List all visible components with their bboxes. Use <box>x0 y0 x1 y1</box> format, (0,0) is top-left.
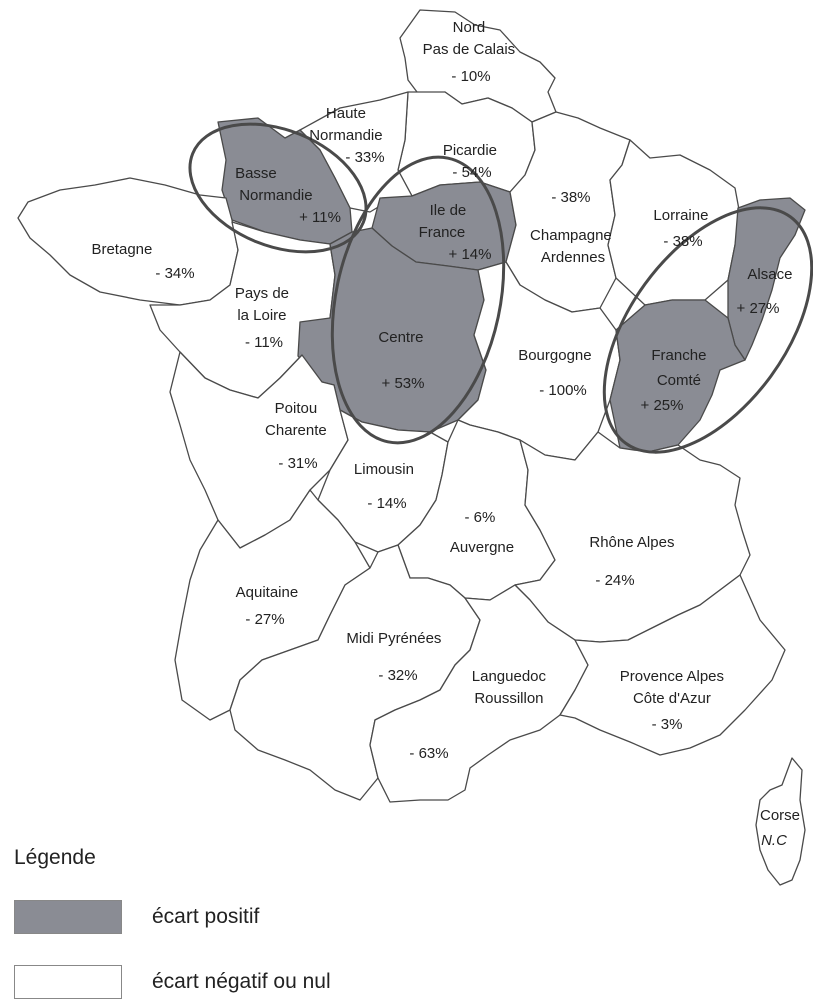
label-iledefrance: Ile de France + 14% <box>419 202 492 263</box>
region-shapes <box>17 9 806 886</box>
label-aquitaine: Aquitaine - 27% <box>236 584 303 628</box>
region-labels: Nord Pas de Calais - 10% Haute Normandie… <box>91 19 800 849</box>
label-nord: Nord Pas de Calais - 10% <box>423 19 520 85</box>
label-corse: Corse <box>760 807 800 824</box>
label-hautenormandie: Haute Normandie - 33% <box>309 105 387 166</box>
legend-item-positive: écart positif <box>14 900 259 934</box>
highlight-ellipse-basse-normandie <box>188 122 368 254</box>
label-paysdelaloire: Pays de la Loire - 11% <box>235 285 293 351</box>
region-champagne <box>505 111 631 313</box>
label-centre: Centre + 53% <box>378 329 427 392</box>
label-paca: Provence Alpes Côte d'Azur - 3% <box>620 668 728 733</box>
label-bretagne: Bretagne - 34% <box>91 241 194 282</box>
label-franchecomte: Franche Comté + 25% <box>641 347 711 414</box>
legend-title: Légende <box>14 846 96 869</box>
legend-swatch-positive <box>14 900 122 934</box>
region-paca <box>559 574 786 756</box>
label-auvergne: - 6% Auvergne <box>450 509 514 556</box>
label-picardie: Picardie - 54% <box>443 142 501 181</box>
label-languedoc: Languedoc Roussillon - 63% <box>409 668 550 762</box>
legend-label-negative: écart négatif ou nul <box>152 970 331 993</box>
legend-item-negative: écart négatif ou nul <box>14 965 331 999</box>
label-corse-value: N.C <box>761 832 787 849</box>
highlight-ellipse-est <box>602 206 813 454</box>
region-languedoc <box>369 584 589 803</box>
label-bassenormandie: Basse Normandie + 11% <box>235 165 341 226</box>
label-champagne: - 38% Champagne Ardennes <box>530 189 616 266</box>
label-midipyrenees: Midi Pyrénées - 32% <box>346 630 445 684</box>
label-lorraine: Lorraine - 38% <box>653 207 712 250</box>
label-bourgogne: Bourgogne - 100% <box>518 347 596 399</box>
label-rhonealpes: Rhône Alpes - 24% <box>589 534 678 589</box>
highlight-ellipses <box>188 122 813 454</box>
legend-swatch-negative <box>14 965 122 999</box>
region-alsace <box>727 197 806 361</box>
region-corse <box>755 757 806 886</box>
label-alsace: Alsace + 27% <box>737 266 797 317</box>
label-poitou: Poitou Charente - 31% <box>265 400 331 472</box>
region-franchecomte <box>609 299 746 453</box>
highlight-ellipse-centre-idf <box>330 155 506 445</box>
legend-label-positive: écart positif <box>152 905 260 928</box>
label-limousin: Limousin - 14% <box>354 461 418 512</box>
